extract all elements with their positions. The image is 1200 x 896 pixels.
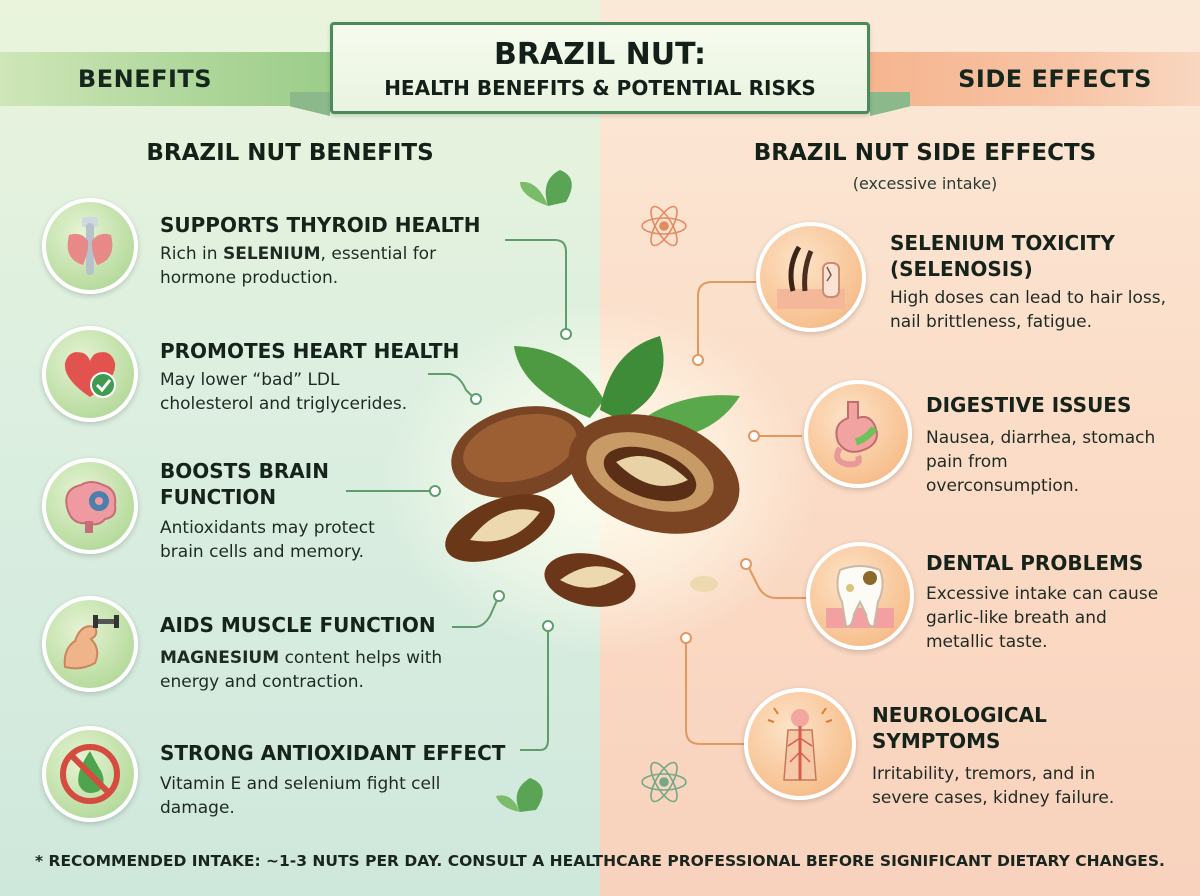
benefit-description: Vitamin E and selenium fight cell damage…	[160, 774, 441, 818]
page-title: BRAZIL NUT:	[494, 36, 706, 72]
side-effect-description: Nausea, diarrhea, stomach pain from over…	[926, 428, 1156, 496]
side-effect-description: Excessive intake can cause garlic-like b…	[926, 584, 1159, 652]
benefit-description: Antioxidants may protect brain cells and…	[160, 518, 375, 562]
stomach-icon	[804, 380, 912, 488]
page-subtitle: HEALTH BENEFITS & POTENTIAL RISKS	[384, 75, 816, 100]
benefit-title: PROMOTES HEART HEALTH	[160, 339, 460, 363]
brain-gear-icon	[42, 458, 138, 554]
thyroid-icon	[42, 198, 138, 294]
side-effects-subheading: (excessive intake)	[852, 174, 998, 193]
nervous-system-icon	[744, 688, 856, 800]
side-effect-title: DENTAL PROBLEMS	[926, 551, 1144, 575]
side-effect-title: NEUROLOGICAL SYMPTOMS	[872, 703, 1047, 753]
heart-check-icon	[42, 326, 138, 422]
side-effects-ribbon: SIDE EFFECTS	[870, 52, 1200, 106]
benefit-title: BOOSTS BRAIN FUNCTION	[160, 459, 329, 509]
benefits-heading: BRAZIL NUT BENEFITS	[146, 140, 434, 166]
side-effect-description: High doses can lead to hair loss, nail b…	[890, 288, 1167, 332]
benefit-title: AIDS MUSCLE FUNCTION	[160, 613, 436, 637]
no-drop-antioxidant-icon	[42, 726, 138, 822]
flexed-arm-dumbbell-icon	[42, 596, 138, 692]
benefit-description: MAGNESIUM content helps with energy and …	[160, 648, 443, 692]
title-banner: BRAZIL NUT: HEALTH BENEFITS & POTENTIAL …	[330, 22, 870, 114]
benefits-ribbon-label: BENEFITS	[77, 65, 213, 93]
damaged-tooth-icon	[806, 542, 914, 650]
benefits-ribbon: BENEFITS	[0, 52, 330, 106]
side-effects-heading: BRAZIL NUT SIDE EFFECTS	[753, 140, 1097, 166]
hair-nail-icon	[756, 222, 866, 332]
side-effect-title: SELENIUM TOXICITY (SELENOSIS)	[890, 231, 1115, 281]
recommended-intake-footnote: * RECOMMENDED INTAKE: ~1-3 NUTS PER DAY.…	[35, 852, 1165, 870]
benefit-title: STRONG ANTIOXIDANT EFFECT	[160, 741, 506, 765]
benefit-description: May lower “bad” LDL cholesterol and trig…	[160, 370, 408, 414]
side-effects-ribbon-label: SIDE EFFECTS	[958, 65, 1152, 93]
side-effect-description: Irritability, tremors, and in severe cas…	[872, 764, 1115, 808]
benefit-description: Rich in SELENIUM, essential for hormone …	[160, 244, 437, 288]
side-effect-title: DIGESTIVE ISSUES	[926, 393, 1132, 417]
benefit-title: SUPPORTS THYROID HEALTH	[160, 213, 481, 237]
